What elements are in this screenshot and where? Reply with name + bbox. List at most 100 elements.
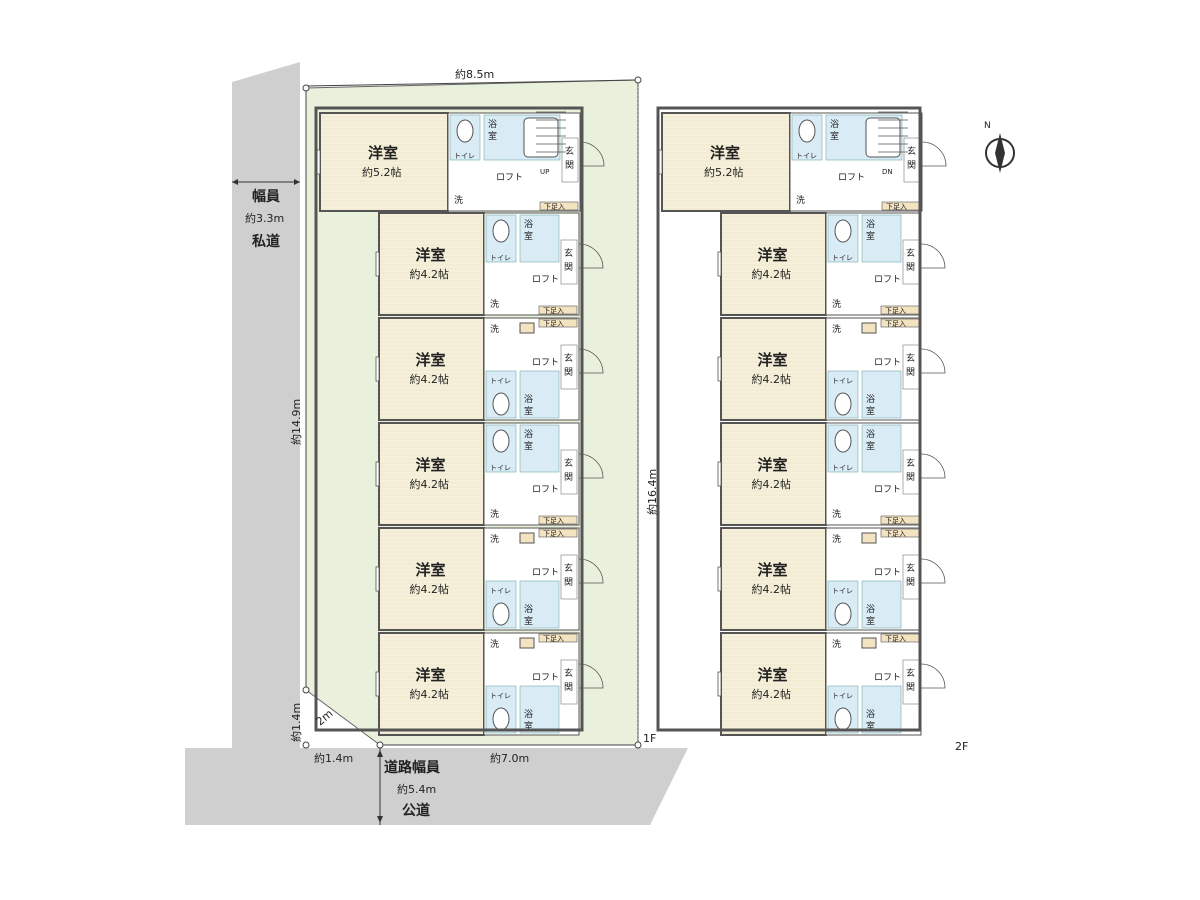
room-area-label: 約5.2帖 [362,165,402,179]
dim-left: 約14.9m [289,399,303,445]
shoe-box-label: 下足入 [885,517,906,525]
toilet-icon [492,392,510,416]
toilet-label: トイレ [490,377,511,385]
toilet-icon [798,119,816,143]
bath-label-top: 浴 [866,394,875,405]
bath-label-top: 浴 [866,604,875,615]
shoe-box-label: 下足入 [885,635,906,643]
room-label: 洋室 [758,351,788,369]
sink-icon [861,637,877,649]
wash-label: 洗 [490,298,499,310]
room-area-label: 約4.2帖 [410,372,450,386]
entrance-label-top: 玄 [906,667,915,679]
window-icon [717,566,722,592]
room-standard [378,317,485,421]
room-label: 洋室 [416,561,446,579]
entrance-label-top: 玄 [564,457,573,469]
stair-up-label: UP [540,168,549,176]
room-area-label: 約4.2帖 [410,477,450,491]
entrance-label-top: 玄 [564,247,573,259]
loft-label: ロフト [532,568,559,578]
floor-label-2f: 2F [955,740,968,753]
loft-label: ロフト [532,275,559,285]
loft-label: ロフト [532,485,559,495]
bath-label-top: 浴 [524,394,533,405]
toilet-label: トイレ [832,587,853,595]
sink-icon [519,322,535,334]
room-standard [720,212,827,316]
entrance-label-top: 玄 [906,457,915,469]
room-label: 洋室 [416,666,446,684]
shoe-box [538,528,578,538]
room-standard [720,527,827,631]
wash-label: 洗 [490,638,499,650]
room-area-label: 約4.2帖 [752,582,792,596]
room-standard [378,422,485,526]
shoe-box-label: 下足入 [543,530,564,538]
window-icon [375,251,380,277]
toilet-icon [834,219,852,243]
room-label: 洋室 [416,246,446,264]
shoe-box [538,305,578,315]
bath-label-bottom: 室 [830,130,839,142]
public-road-label-2: 約5.4m [397,782,436,796]
entrance-area [902,659,920,705]
stair-dn-label: DN [882,168,893,176]
window-icon [717,671,722,697]
window-icon [717,461,722,487]
bath-label-top: 浴 [524,604,533,615]
window-icon [375,461,380,487]
bath-area [519,580,560,629]
private-road-label-3: 私道 [252,233,280,250]
door-icon [920,558,946,584]
shoe-box-label: 下足入 [543,320,564,328]
shoe-box-label: 下足入 [543,517,564,525]
entrance-label-bottom: 関 [564,577,573,588]
shoe-box-label: 下足入 [885,320,906,328]
entrance-label-top: 玄 [564,352,573,364]
room-area-label: 約4.2帖 [752,372,792,386]
entrance-area [560,554,578,600]
window-icon [375,671,380,697]
bath-area [861,214,902,263]
entrance-area [902,449,920,495]
bath-label-top: 浴 [488,119,497,130]
loft-label: ロフト [874,358,901,368]
wash-label: 洗 [832,533,841,545]
first-floor: 洋室約5.2帖トイレ浴室ロフト洗玄関下足入洋室約4.2帖トイレ浴室ロフト洗玄関下… [314,106,605,736]
room-area-label: 約4.2帖 [410,267,450,281]
room-standard [720,632,827,736]
door-icon [579,141,605,167]
shoe-box-label: 下足入 [543,307,564,315]
bath-area [861,370,902,419]
bath-label-bottom: 室 [866,615,875,627]
door-icon [921,141,947,167]
entrance-area [561,137,579,183]
room-standard [720,317,827,421]
sink-icon [519,637,535,649]
bath-label-bottom: 室 [524,720,533,732]
entrance-label-bottom: 関 [907,160,916,171]
toilet-icon [492,707,510,731]
entrance-area [560,344,578,390]
bath-area [519,685,560,734]
second-floor: 洋室約5.2帖トイレ浴室ロフト洗玄関下足入洋室約4.2帖トイレ浴室ロフト洗玄関下… [656,106,947,736]
room-area-label: 約4.2帖 [410,582,450,596]
loft-label: ロフト [532,673,559,683]
wash-label: 洗 [490,508,499,520]
entrance-label-top: 玄 [906,247,915,259]
entrance-label-bottom: 関 [906,472,915,483]
bath-label-top: 浴 [830,119,839,130]
wash-label: 洗 [832,638,841,650]
shoe-box [539,201,579,211]
window-icon [717,356,722,382]
room-standard [378,212,485,316]
dim-bottom: 約7.0m [490,751,529,765]
bath-label-bottom: 室 [488,130,497,142]
bathtub-icon [523,117,559,158]
window-icon [375,356,380,382]
wash-label: 洗 [832,323,841,335]
bath-area [519,214,560,263]
building-outline [656,106,922,732]
room-area-label: 約5.2帖 [704,165,744,179]
